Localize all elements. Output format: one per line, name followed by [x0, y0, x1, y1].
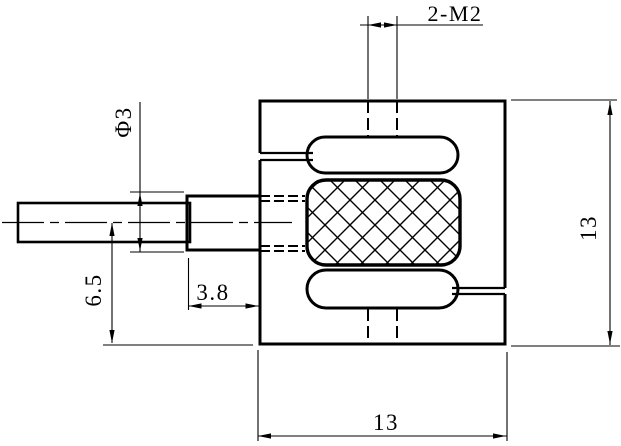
lower-slot: [305, 268, 460, 310]
dimension-body-width: 13: [257, 350, 508, 441]
arrowhead: [109, 330, 115, 343]
arrowhead: [188, 303, 202, 309]
arrowhead: [607, 102, 613, 115]
dimension-axis-height: 6.5: [81, 223, 253, 346]
arrowhead: [368, 22, 381, 28]
dimension-boss-diameter: Φ3: [111, 102, 184, 253]
dim-label-diameter: Φ3: [111, 106, 136, 137]
dim-label-body-width: 13: [373, 410, 399, 435]
right-slit: [452, 286, 505, 296]
left-slit: [260, 151, 313, 162]
arrowhead: [384, 22, 397, 28]
dim-label-thread: 2-M2: [428, 1, 483, 26]
arrowhead: [137, 238, 143, 251]
arrowhead: [137, 193, 143, 206]
boss-hidden-thread-lines: [260, 195, 305, 252]
arrowhead: [607, 331, 613, 344]
dimension-boss-length: 3.8: [187, 258, 259, 310]
dimension-body-height: 13: [511, 99, 620, 347]
arrowhead: [493, 433, 506, 439]
dimension-thread-callout: 2-M2: [360, 1, 483, 99]
crosshatched-center-block: [305, 178, 462, 267]
m2-hole-hidden-lines: [367, 101, 398, 343]
arrowhead: [258, 433, 271, 439]
arrowhead: [109, 223, 115, 236]
dim-label-boss-length: 3.8: [196, 280, 229, 305]
arrowhead: [245, 303, 259, 309]
dim-label-body-height: 13: [576, 215, 601, 241]
upper-slot: [305, 135, 460, 175]
sensor-body-outline: [258, 99, 507, 346]
dim-label-axis-height: 6.5: [81, 273, 106, 306]
